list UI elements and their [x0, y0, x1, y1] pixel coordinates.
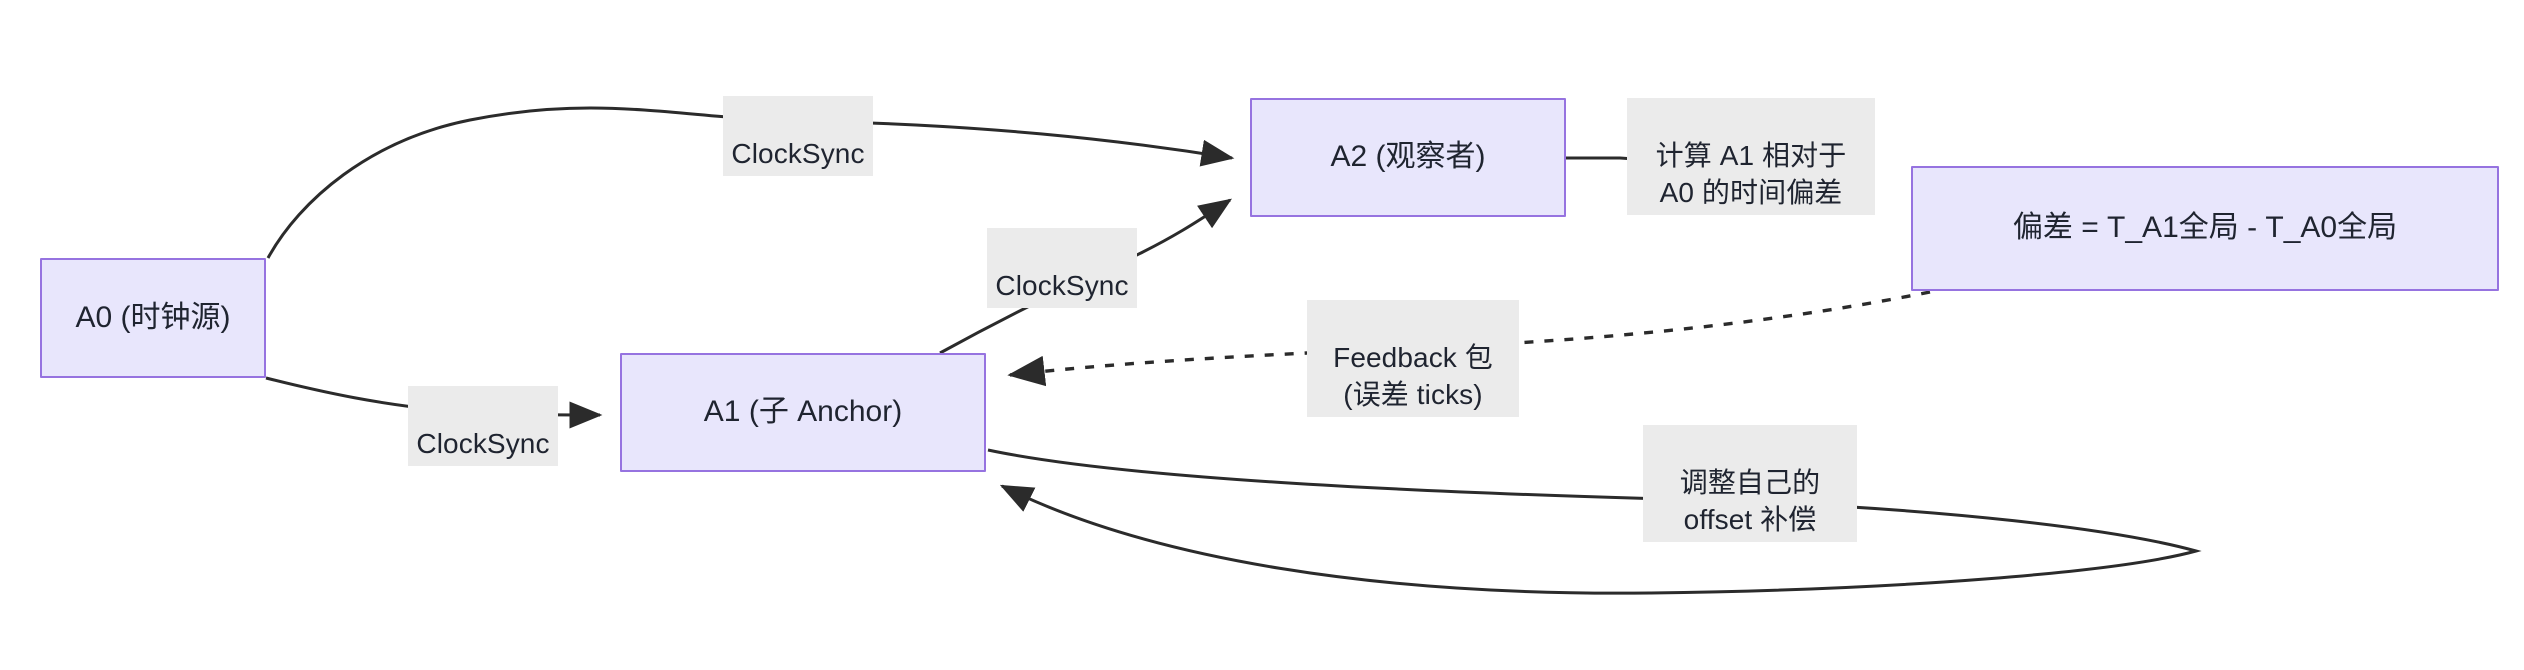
node-offset-formula[interactable]: 偏差 = T_A1全局 - T_A0全局 — [1911, 166, 2499, 291]
node-a0[interactable]: A0 (时钟源) — [40, 258, 266, 378]
edge-label-a2-calc-text: 计算 A1 相对于 A0 的时间偏差 — [1655, 139, 1847, 208]
edge-label-calc-a1: Feedback 包 (误差 ticks) — [1307, 300, 1519, 417]
node-a2-label: A2 (观察者) — [1330, 140, 1486, 174]
edge-label-a1-self-text: 调整自己的 offset 补偿 — [1679, 466, 1821, 535]
edge-label-a2-calc: 计算 A1 相对于 A0 的时间偏差 — [1627, 98, 1875, 215]
node-offset-formula-label: 偏差 = T_A1全局 - T_A0全局 — [2012, 211, 2398, 245]
edge-label-a0-a2: ClockSync — [723, 96, 873, 176]
edge-label-a1-self: 调整自己的 offset 补偿 — [1643, 425, 1857, 542]
edge-a0-to-a2 — [266, 106, 1235, 259]
node-a1-label: A1 (子 Anchor) — [703, 395, 903, 429]
edge-label-a0-a1-text: ClockSync — [416, 427, 550, 459]
edge-label-calc-a1-text: Feedback 包 (误差 ticks) — [1333, 341, 1493, 410]
node-a0-label: A0 (时钟源) — [75, 300, 231, 334]
node-a1[interactable]: A1 (子 Anchor) — [620, 353, 986, 472]
edge-label-a1-a2: ClockSync — [987, 228, 1137, 308]
node-a2[interactable]: A2 (观察者) — [1250, 98, 1566, 217]
edge-label-a0-a2-text: ClockSync — [731, 137, 865, 169]
edge-label-a1-a2-text: ClockSync — [995, 269, 1129, 301]
edge-a1-self-loop — [987, 448, 2202, 595]
edge-label-a0-a1: ClockSync — [408, 386, 558, 466]
